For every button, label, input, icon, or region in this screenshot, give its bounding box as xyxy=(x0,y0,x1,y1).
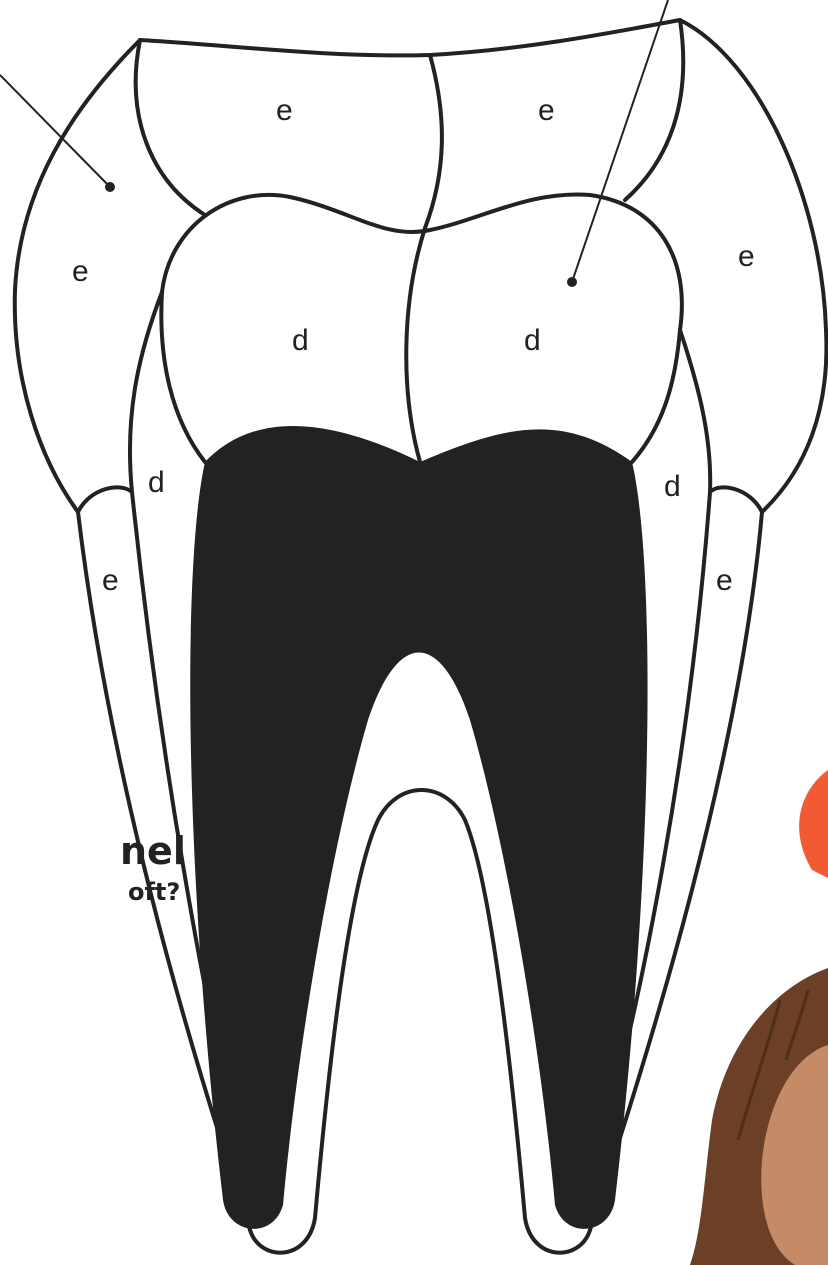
root-right-dentin-edge xyxy=(680,330,710,492)
dentin-label-1: d xyxy=(292,324,309,357)
enamel-label-3: e xyxy=(72,255,89,288)
pulp-cavity xyxy=(190,426,647,1229)
caption-subtitle-fragment: oft? xyxy=(128,878,180,906)
enamel-label-1: e xyxy=(276,94,293,127)
leader-dot-right xyxy=(567,277,577,287)
dentin-label-4: d xyxy=(664,470,681,503)
dentin-label-3: d xyxy=(148,466,165,499)
orange-accent-shape xyxy=(799,770,828,878)
root-left-dentin-edge xyxy=(130,292,162,492)
enamel-top-divider xyxy=(425,55,442,228)
enamel-label-5: e xyxy=(102,564,119,597)
dentin-centre-divider xyxy=(406,228,425,462)
enamel-label-4: e xyxy=(738,240,755,273)
child-photo xyxy=(690,968,828,1265)
dentin-label-2: d xyxy=(524,324,541,357)
enamel-label-6: e xyxy=(716,564,733,597)
leader-dot-left xyxy=(105,182,115,192)
caption-title-fragment: nel xyxy=(120,829,186,873)
enamel-label-2: e xyxy=(538,94,555,127)
enamel-top-right-segment xyxy=(625,20,683,200)
enamel-top-left-segment xyxy=(136,40,205,215)
leader-line-right xyxy=(572,0,668,282)
